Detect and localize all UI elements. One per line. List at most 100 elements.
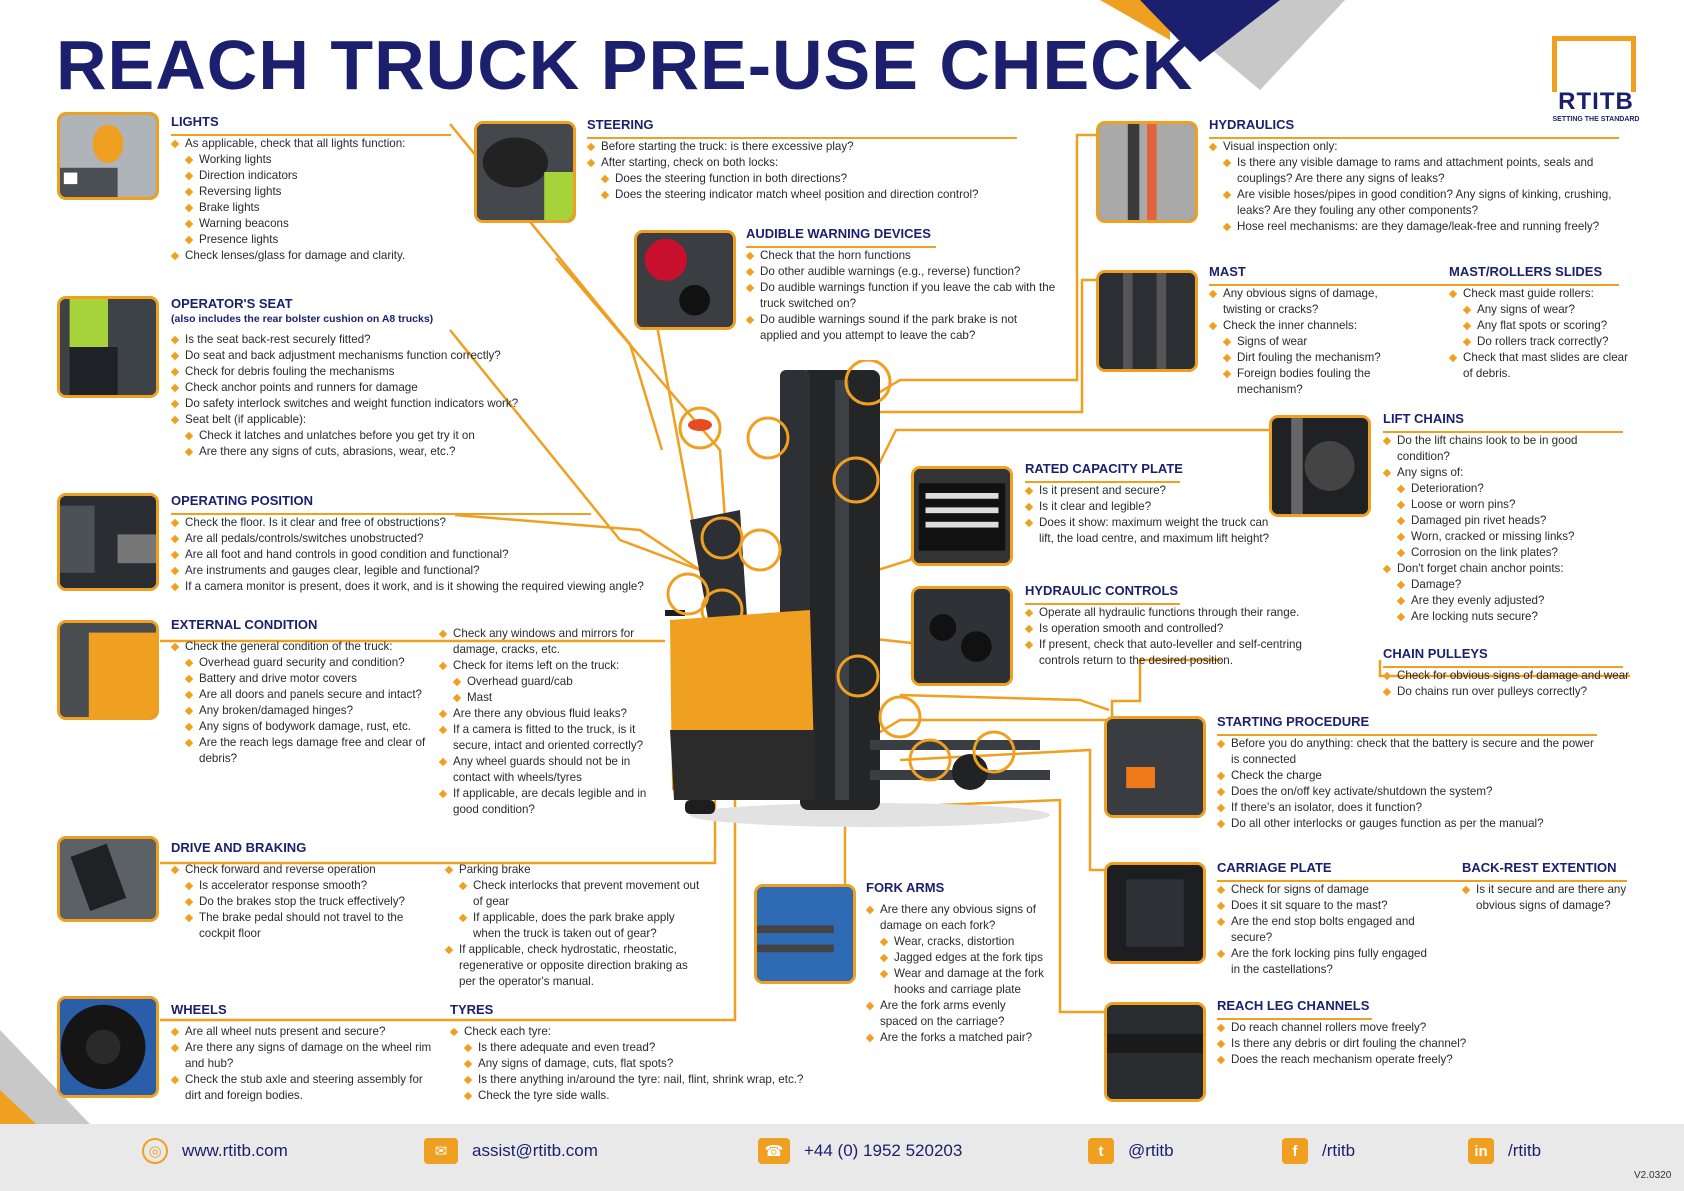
checklist-item: Deterioration? (1397, 481, 1633, 497)
external-title: EXTERNAL CONDITION (171, 617, 318, 632)
audible-title: AUDIBLE WARNING DEVICES (746, 226, 931, 241)
checklist-item: Do rollers track correctly? (1463, 334, 1639, 350)
checklist-item: Check each tyre: (450, 1024, 840, 1040)
checklist-item: Signs of wear (1223, 334, 1409, 350)
external-list: Check the general condition of the truck… (171, 639, 431, 767)
seat-title: OPERATOR'S SEAT (171, 296, 293, 311)
checklist-item: Any signs of: (1383, 465, 1633, 481)
drive-braking-photo (57, 836, 159, 922)
logo-tagline: SETTING THE STANDARD (1552, 116, 1640, 123)
section-steering: STEERING Before starting the truck: is t… (587, 117, 1037, 203)
checklist-item: Wear and damage at the fork hooks and ca… (880, 966, 1046, 998)
footer-linkedin[interactable]: in /rtitb (1468, 1138, 1541, 1164)
hydraulic-controls-photo (911, 586, 1013, 686)
section-reach-leg: REACH LEG CHANNELS Do reach channel roll… (1217, 998, 1467, 1068)
checklist-item: Before you do anything: check that the b… (1217, 736, 1597, 768)
reach-list: Do reach channel rollers move freely?Is … (1217, 1020, 1467, 1068)
checklist-item: Does the steering function in both direc… (601, 171, 1037, 187)
checklist-item: Is operation smooth and controlled? (1025, 621, 1325, 637)
checklist-item: Do the lift chains look to be in good co… (1383, 433, 1633, 465)
checklist-item: Overhead guard/cab (453, 674, 654, 690)
checklist-item: Are the fork locking pins fully engaged … (1217, 946, 1437, 978)
checklist-item: Any flat spots or scoring? (1463, 318, 1639, 334)
forks-list: Are there any obvious signs of damage on… (866, 902, 1046, 1046)
checklist-item: Check the floor. Is it clear and free of… (171, 515, 651, 531)
hydraulics-photo (1096, 121, 1198, 223)
mast-photo (1096, 270, 1198, 372)
footer-twitter[interactable]: t @rtitb (1088, 1138, 1174, 1164)
pulleys-title: CHAIN PULLEYS (1383, 646, 1488, 661)
seat-list: Is the seat back-rest securely fitted? Do… (171, 332, 641, 460)
checklist-item: If applicable, check hydrostatic, rheost… (445, 942, 705, 990)
footer-website[interactable]: ◎ www.rtitb.com (142, 1138, 288, 1164)
checklist-item: Is the seat back-rest securely fitted? (171, 332, 641, 348)
lights-list: As applicable, check that all lights fun… (171, 136, 461, 264)
checklist-item: Does the reach mechanism operate freely? (1217, 1052, 1467, 1068)
linkedin-link[interactable]: /rtitb (1508, 1141, 1542, 1160)
mast-title: MAST (1209, 264, 1246, 279)
section-external-condition-2: Check any windows and mirrors for damage… (439, 620, 654, 818)
external-condition-photo (57, 620, 159, 720)
checklist-item: Are the reach legs damage free and clear… (185, 735, 431, 767)
checklist-item: Are the forks a matched pair? (866, 1030, 1046, 1046)
section-rated-capacity: RATED CAPACITY PLATE Is it present and s… (1025, 461, 1285, 547)
checklist-item: Dirt fouling the mechanism? (1223, 350, 1409, 366)
top-decoration (1100, 0, 1345, 90)
footer-bar (0, 1124, 1684, 1191)
twitter-link[interactable]: @rtitb (1128, 1141, 1174, 1160)
checklist-item: Hose reel mechanisms: are they damage/le… (1223, 219, 1629, 235)
checklist-item: Does the steering indicator match wheel … (601, 187, 1037, 203)
checklist-item: Is it secure and are there any obvious s… (1462, 882, 1637, 914)
checklist-item: Is it clear and legible? (1025, 499, 1285, 515)
reach-leg-photo (1104, 1002, 1206, 1102)
checklist-item: Seat belt (if applicable): (171, 412, 641, 428)
checklist-item: Are the end stop bolts engaged and secur… (1217, 914, 1437, 946)
drive-title: DRIVE AND BRAKING (171, 840, 307, 855)
section-mast: MAST Any obvious signs of damage, twisti… (1209, 264, 1619, 398)
checklist-item: Do the brakes stop the truck effectively… (185, 894, 441, 910)
checklist-item: Are all pedals/controls/switches unobstr… (171, 531, 651, 547)
checklist-item: Do chains run over pulleys correctly? (1383, 684, 1633, 700)
checklist-item: Check lenses/glass for damage and clarit… (171, 248, 461, 264)
envelope-icon: ✉ (424, 1138, 458, 1164)
checklist-item: Loose or worn pins? (1397, 497, 1633, 513)
section-external-condition: EXTERNAL CONDITION Check the general con… (171, 617, 431, 767)
steering-title: STEERING (587, 117, 654, 132)
logo-name: RTITB (1558, 88, 1634, 115)
checklist-item: Any wheel guards should not be in contac… (439, 754, 654, 786)
chains-title: LIFT CHAINS (1383, 411, 1464, 426)
email-link[interactable]: assist@rtitb.com (472, 1141, 598, 1160)
phone-link[interactable]: +44 (0) 1952 520203 (804, 1141, 963, 1160)
section-starting-procedure: STARTING PROCEDURE Before you do anythin… (1217, 714, 1597, 832)
checklist-item: Check that mast slides are clear of debr… (1449, 350, 1639, 382)
checklist-item: Mast (453, 690, 654, 706)
hcontrols-title: HYDRAULIC CONTROLS (1025, 583, 1179, 598)
checklist-item: Are there any signs of damage on the whe… (171, 1040, 441, 1072)
audible-warning-photo (634, 230, 736, 330)
checklist-item: Check it latches and unlatches before yo… (185, 428, 641, 444)
section-carriage-plate: CARRIAGE PLATE Check for signs of damage… (1217, 860, 1627, 978)
section-fork-arms: FORK ARMS Are there any obvious signs of… (866, 880, 1046, 1046)
facebook-link[interactable]: /rtitb (1322, 1141, 1356, 1160)
checklist-item: Are there any signs of cuts, abrasions, … (185, 444, 641, 460)
checklist-item: Check the tyre side walls. (464, 1088, 840, 1104)
twitter-icon: t (1088, 1138, 1114, 1164)
checklist-item: Foreign bodies fouling the mechanism? (1223, 366, 1409, 398)
footer-phone[interactable]: ☎ +44 (0) 1952 520203 (758, 1138, 962, 1164)
footer-facebook[interactable]: f /rtitb (1282, 1138, 1355, 1164)
lights-photo (57, 112, 159, 200)
checklist-item: If applicable, does the park brake apply… (459, 910, 705, 942)
website-link[interactable]: www.rtitb.com (182, 1141, 288, 1160)
checklist-item: Check the stub axle and steering assembl… (171, 1072, 441, 1104)
checklist-item: Check for items left on the truck: (439, 658, 654, 674)
checklist-item: Check any windows and mirrors for damage… (439, 626, 654, 658)
checklist-item: Do safety interlock switches and weight … (171, 396, 641, 412)
checklist-item: After starting, check on both locks: (587, 155, 1037, 171)
footer-email[interactable]: ✉ assist@rtitb.com (424, 1138, 598, 1164)
checklist-item: If there's an isolator, does it function… (1217, 800, 1597, 816)
external-list-2: Check any windows and mirrors for damage… (439, 626, 654, 818)
version-label: V2.0320 (1634, 1170, 1672, 1181)
checklist-item: Does it sit square to the mast? (1217, 898, 1437, 914)
checklist-item: Operate all hydraulic functions through … (1025, 605, 1325, 621)
